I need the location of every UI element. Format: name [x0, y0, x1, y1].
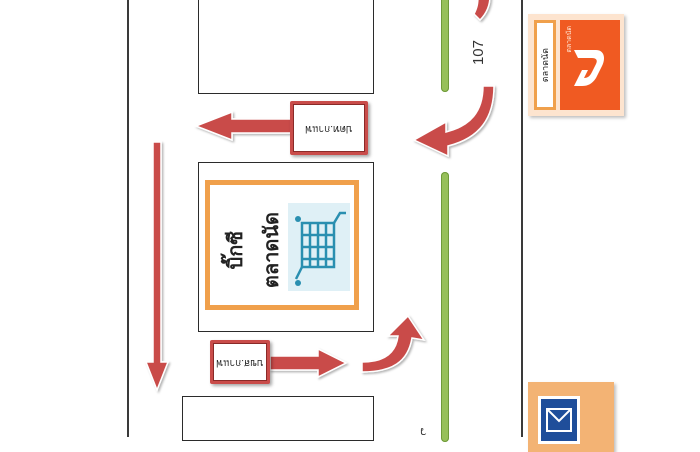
arrow-curve-bottom [361, 314, 426, 373]
building-top [198, 0, 374, 94]
brand-sign: ตลาดนัด ตลาดนัด [528, 14, 624, 116]
market-sign: ตลาดนัด บิ๊กซี [205, 180, 359, 310]
road-segment-upper [441, 0, 449, 92]
brand-sign-label-panel: ตลาดนัด [534, 20, 556, 110]
brand-logo-text: ตลาดนัด [566, 26, 573, 53]
market-name-line1: ตลาดนัด [261, 211, 283, 289]
post-sign [528, 382, 614, 452]
market-name: ตลาดนัด บิ๊กซี [224, 195, 284, 305]
arrow-right-lower [269, 347, 348, 379]
arrow-down-left [144, 141, 170, 393]
label-box-lower-text: บขส.กาแฟ [216, 356, 264, 368]
map-border-right [521, 0, 523, 437]
label-box-upper: ปตท.กาแฟ [290, 101, 368, 155]
map-border-left [127, 0, 129, 437]
shopping-cart-icon [288, 203, 350, 291]
brand-logo: ตลาดนัด [560, 20, 620, 110]
brand-sign-label: ตลาดนัด [540, 47, 550, 83]
arrow-left-upper [193, 110, 293, 142]
road-segment-lower [441, 172, 449, 442]
bottom-glyph: ว [420, 425, 427, 439]
market-name-line2: บิ๊กซี [225, 230, 247, 270]
arrow-curve-mid [412, 85, 495, 158]
arrow-curve-top [473, 0, 491, 22]
label-box-lower: บขส.กาแฟ [210, 340, 270, 384]
fuel-logo-icon [574, 50, 604, 86]
route-arrows [144, 0, 495, 393]
label-box-upper-text: ปตท.กาแฟ [305, 122, 353, 134]
